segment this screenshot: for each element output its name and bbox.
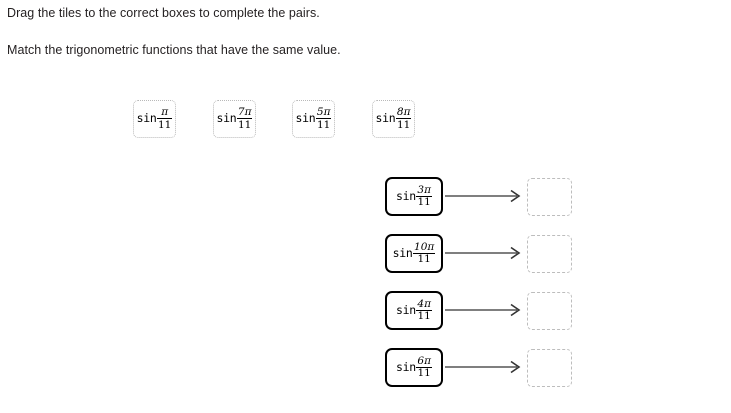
fraction-numerator: π [161, 106, 169, 118]
fraction-bar [416, 309, 432, 311]
fraction-denominator: 11 [417, 310, 431, 322]
fraction-denominator: 11 [417, 253, 431, 265]
arrow-right-icon [445, 303, 525, 317]
fraction-bar [236, 118, 253, 119]
fraction-denominator: 11 [417, 196, 431, 208]
fraction-bar [315, 118, 332, 119]
fraction-numerator: 10π [414, 240, 435, 253]
instructions-block: Drag the tiles to the correct boxes to c… [7, 6, 707, 58]
drop-target[interactable] [527, 178, 572, 216]
fraction-denominator: 11 [317, 118, 331, 131]
sin-label: sin [396, 359, 416, 374]
fraction-bar [416, 195, 432, 197]
sin-label: sin [396, 188, 416, 203]
fraction-denominator: 11 [417, 367, 431, 379]
fraction-numerator: 7π [237, 106, 252, 118]
fraction-numerator: 8π [396, 106, 411, 118]
arrow-right-icon [445, 246, 525, 260]
sin-label: sin [392, 245, 413, 260]
fraction-numerator: 5π [316, 106, 331, 118]
fraction-numerator: 6π [417, 354, 431, 367]
arrow-right-icon [445, 189, 525, 203]
sin-label: sin [375, 111, 396, 126]
sin-label: sin [295, 111, 316, 126]
fraction-bar [157, 118, 173, 119]
sin-label: sin [136, 111, 157, 126]
fraction-numerator: 4π [417, 297, 431, 310]
sin-label: sin [216, 111, 237, 126]
fraction-bar [395, 118, 412, 119]
fraction-denominator: 11 [397, 118, 411, 131]
fraction-denominator: 11 [238, 118, 252, 131]
arrow-right-icon [445, 360, 525, 374]
drop-target[interactable] [527, 235, 572, 273]
drop-target[interactable] [527, 349, 572, 387]
instruction-line-2: Match the trigonometric functions that h… [7, 43, 341, 57]
fraction-denominator: 11 [158, 118, 172, 131]
drop-target[interactable] [527, 292, 572, 330]
fraction-bar [413, 252, 436, 254]
instruction-line-1: Drag the tiles to the correct boxes to c… [7, 6, 320, 20]
fraction-bar [416, 366, 432, 368]
sin-label: sin [396, 302, 416, 317]
fraction-numerator: 3π [417, 183, 431, 196]
